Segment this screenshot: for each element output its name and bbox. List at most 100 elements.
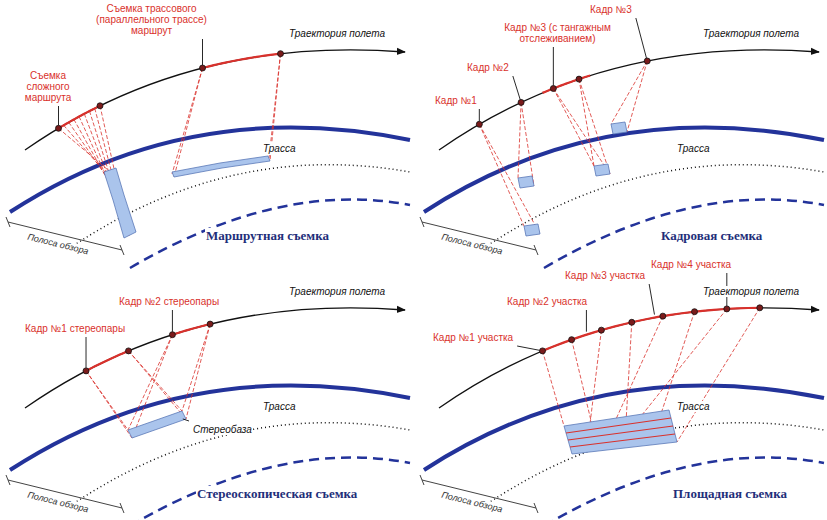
satellite-position bbox=[569, 337, 575, 343]
view-ray bbox=[611, 61, 647, 124]
leader-line bbox=[202, 39, 203, 65]
satellite-position bbox=[660, 313, 666, 319]
swath-label: Полоса обзора bbox=[25, 231, 90, 256]
satellite-position bbox=[278, 51, 284, 57]
frame-callout: Кадр №3 bbox=[589, 4, 633, 15]
leader-line bbox=[586, 310, 587, 332]
leader-line bbox=[172, 310, 173, 332]
view-ray bbox=[617, 316, 663, 418]
swath-label: Полоса обзора bbox=[25, 489, 90, 514]
view-ray bbox=[518, 102, 521, 178]
strip-boundary bbox=[566, 418, 671, 433]
leaders bbox=[59, 18, 727, 421]
satellite-position bbox=[126, 348, 132, 354]
imaging-segment bbox=[59, 106, 101, 129]
panel bbox=[420, 305, 824, 520]
frame-callout: Кадр №3 (с тангажным отслеживанием) bbox=[494, 22, 621, 44]
satellite-position bbox=[83, 368, 89, 374]
view-ray bbox=[86, 371, 128, 430]
frame-footprint bbox=[524, 224, 540, 236]
panel-title: Стереоскопическая съемка bbox=[196, 486, 358, 502]
satellite-position bbox=[644, 58, 650, 64]
swath-label: Полоса обзора bbox=[439, 231, 504, 256]
view-ray bbox=[479, 124, 524, 226]
panel-title: Маршрутная съемка bbox=[205, 228, 330, 244]
frame-footprint bbox=[611, 122, 627, 134]
nadir-line bbox=[70, 423, 410, 506]
frame-callout: Кадр №1 bbox=[434, 95, 478, 106]
leader-line bbox=[553, 47, 554, 85]
satellite-position bbox=[540, 348, 546, 354]
track-label: Трасса bbox=[262, 143, 296, 154]
nadir-line bbox=[70, 165, 410, 248]
trajectory-label: Траектория полета bbox=[702, 28, 800, 39]
panel-title: Площадная съемка bbox=[672, 486, 788, 502]
strip-boundary bbox=[570, 434, 675, 447]
panel bbox=[6, 308, 410, 520]
view-ray bbox=[579, 79, 594, 166]
satellite-position bbox=[200, 65, 206, 71]
view-ray bbox=[543, 351, 565, 426]
view-ray bbox=[627, 61, 647, 132]
track-label: Трасса bbox=[676, 401, 710, 412]
view-ray bbox=[174, 68, 203, 177]
view-ray bbox=[521, 102, 534, 186]
view-ray bbox=[590, 330, 601, 422]
satellite-position bbox=[724, 306, 730, 312]
imaging-segment bbox=[86, 351, 128, 371]
view-ray bbox=[128, 335, 172, 430]
area-callout: Кадр №2 участка bbox=[506, 296, 588, 307]
leader-line bbox=[183, 419, 189, 421]
leader-line bbox=[479, 109, 480, 121]
satellite-position bbox=[476, 121, 482, 127]
panel bbox=[420, 50, 824, 268]
track-label: Трасса bbox=[676, 143, 710, 154]
satellite-position bbox=[629, 319, 635, 325]
leader-line bbox=[636, 18, 647, 58]
leader-line bbox=[86, 337, 87, 368]
view-ray bbox=[553, 88, 594, 166]
imaging-segment bbox=[543, 76, 591, 93]
imaging-segment bbox=[203, 54, 281, 68]
view-ray bbox=[643, 309, 727, 414]
view-ray bbox=[172, 68, 203, 174]
complex-route-strip bbox=[104, 168, 136, 238]
satellite-position bbox=[56, 125, 62, 131]
leader-line bbox=[513, 76, 520, 100]
satellite-position bbox=[97, 103, 103, 109]
frame-footprint bbox=[518, 176, 534, 188]
frame-footprint bbox=[594, 164, 610, 176]
satellite-position bbox=[207, 321, 213, 327]
frame-callout: Кадр №2 bbox=[466, 62, 510, 73]
swath-edge bbox=[130, 457, 410, 520]
leader-line bbox=[649, 284, 654, 315]
trajectory-label: Траектория полета bbox=[288, 28, 386, 39]
mode-callout: Съемка сложного маршрута bbox=[16, 70, 80, 103]
trajectory-label: Траектория полета bbox=[702, 286, 800, 297]
area-callout: Кадр №4 участка bbox=[650, 259, 732, 270]
view-ray bbox=[182, 324, 210, 411]
view-ray bbox=[579, 79, 610, 174]
area-callout: Кадр №3 участка bbox=[564, 270, 646, 281]
swath-label: Полоса обзора bbox=[439, 489, 504, 514]
swath-edge bbox=[130, 199, 410, 268]
swath-edge bbox=[544, 457, 824, 520]
view-ray bbox=[186, 324, 210, 419]
stereo-base-label: Стереобаза bbox=[192, 424, 253, 435]
swath-edge bbox=[544, 199, 824, 268]
view-ray bbox=[86, 371, 132, 438]
satellite-position bbox=[757, 305, 763, 311]
imaging-segment bbox=[543, 308, 760, 351]
view-ray bbox=[129, 351, 187, 419]
stereo-callout: Кадр №1 стереопары bbox=[24, 323, 126, 334]
panel bbox=[6, 50, 410, 268]
track-route-strip bbox=[172, 156, 270, 177]
satellite-position bbox=[518, 99, 524, 105]
satellite-position bbox=[576, 76, 582, 82]
view-ray bbox=[479, 124, 540, 234]
mode-callout: Съемка трассового (параллельного трассе)… bbox=[88, 3, 215, 36]
panel-title: Кадровая съемка bbox=[660, 228, 763, 244]
view-ray bbox=[553, 88, 610, 174]
